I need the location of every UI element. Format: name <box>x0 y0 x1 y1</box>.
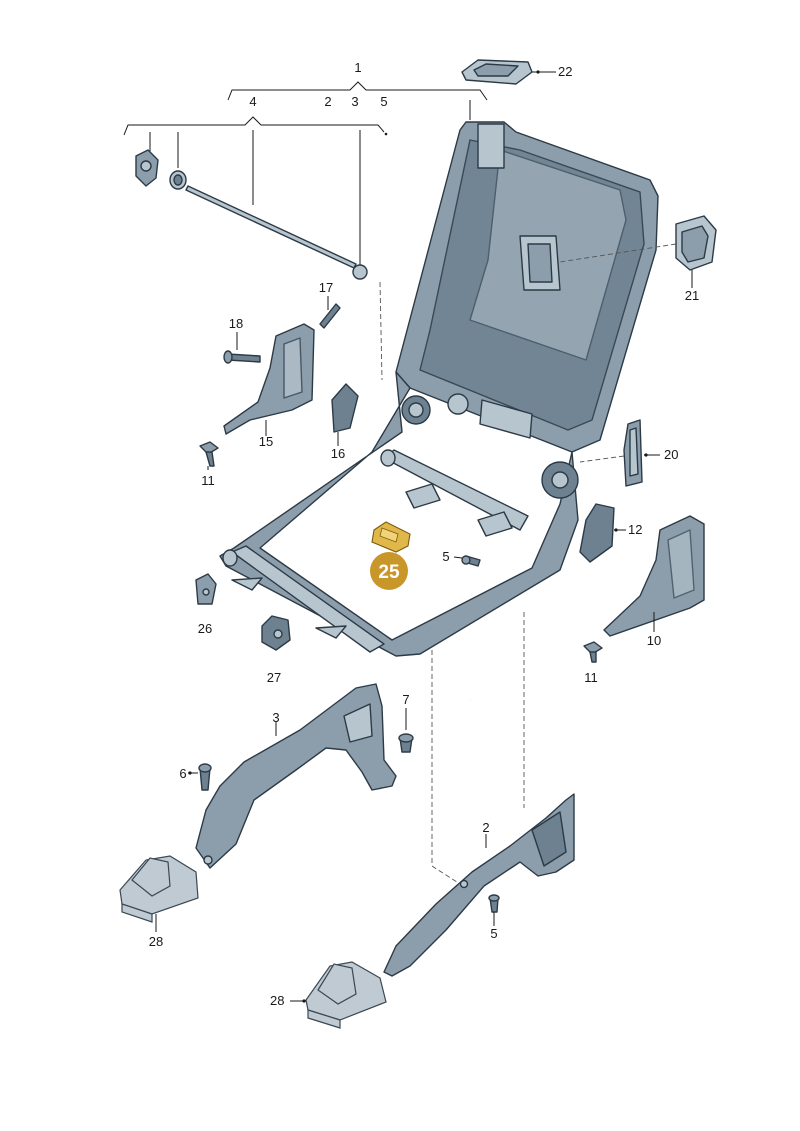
part-10-side-cover <box>603 515 705 637</box>
part-latch-mechanism <box>135 149 159 187</box>
part-17 <box>319 303 341 329</box>
part-28-foot-block-left <box>119 855 199 923</box>
part-rod <box>185 185 357 269</box>
label-3-top: 3 <box>351 94 358 109</box>
part-6-bolt <box>198 763 212 791</box>
label-16: 16 <box>331 446 345 461</box>
label-20: 20 <box>664 447 678 462</box>
part-12 <box>579 503 615 563</box>
label-5-top: 5 <box>380 94 387 109</box>
part-26 <box>195 573 217 605</box>
label-21: 21 <box>685 288 699 303</box>
label-2-top: 2 <box>324 94 331 109</box>
label-28-upper: 28 <box>149 934 163 949</box>
label-11-lower: 11 <box>584 670 598 685</box>
label-10: 10 <box>647 633 661 648</box>
label-26: 26 <box>198 621 212 636</box>
part-bushing-small <box>169 170 187 190</box>
part-25-highlighted <box>371 521 411 553</box>
part-7-bolt <box>398 733 414 753</box>
part-bushing-end <box>352 264 368 280</box>
label-5-lower: 5 <box>490 926 497 941</box>
part-21-switch <box>675 215 717 271</box>
label-2-lower: 2 <box>482 820 489 835</box>
label-28-lower: 28 <box>270 993 284 1008</box>
seat-back-frame <box>395 121 659 453</box>
label-5-middle: 5 <box>442 549 449 564</box>
part-5-bolt-middle <box>461 555 481 567</box>
part-15-side-trim <box>223 323 315 435</box>
badge-25: 25 <box>370 552 408 590</box>
part-22-handle-cap <box>461 59 533 85</box>
label-17: 17 <box>319 280 333 295</box>
part-2-base-bracket-right <box>383 793 575 977</box>
label-6: 6 <box>179 766 186 781</box>
part-3-base-bracket-left <box>195 683 397 869</box>
label-18: 18 <box>229 316 243 331</box>
label-4: 4 <box>249 94 256 109</box>
part-20 <box>623 419 643 487</box>
part-28-foot-block-right <box>305 961 387 1029</box>
part-5-bolt-lower <box>488 894 500 913</box>
badge-25-number: 25 <box>378 562 400 583</box>
label-7: 7 <box>402 692 409 707</box>
label-3-lower: 3 <box>272 710 279 725</box>
part-18-bolt <box>223 350 261 364</box>
part-27 <box>261 615 291 651</box>
label-22: 22 <box>558 64 572 79</box>
label-27: 27 <box>267 670 281 685</box>
seat-cushion-frame <box>219 371 579 657</box>
part-16 <box>331 383 359 433</box>
label-11-upper: 11 <box>201 473 215 488</box>
label-15: 15 <box>259 434 273 449</box>
label-12: 12 <box>628 522 642 537</box>
part-11-clip-right <box>583 641 603 663</box>
part-11-clip-left <box>199 441 219 467</box>
bracket-group-1 <box>123 81 488 136</box>
label-1: 1 <box>354 60 361 75</box>
